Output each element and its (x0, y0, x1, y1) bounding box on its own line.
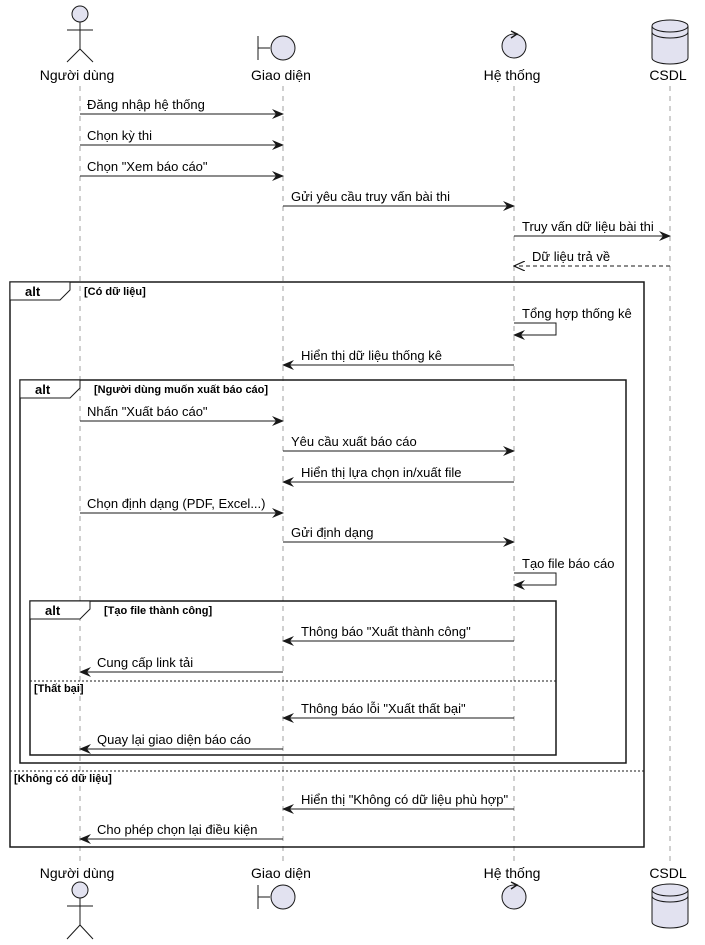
fragment-guard: [Có dữ liệu] (84, 286, 146, 298)
fragment-guard: [Người dùng muốn xuất báo cáo] (94, 384, 268, 396)
message-label: Hiển thị dữ liệu thống kê (301, 348, 442, 363)
participant-label-system: Hệ thống (484, 865, 541, 881)
fragment-result-alt: alt [Tạo file thành công] [Thất bại] (29, 600, 557, 756)
message-label: Quay lại giao diện báo cáo (97, 732, 251, 747)
boundary-icon (257, 884, 296, 910)
fragment-keyword: alt (25, 284, 41, 299)
database-icon (651, 19, 689, 65)
database-icon (651, 883, 689, 929)
message-label: Thông báo lỗi "Xuất thất bại" (301, 701, 466, 716)
participant-db-top: CSDL (649, 19, 689, 83)
participant-user-top: Người dùng (40, 5, 115, 83)
fragment-export-alt: alt [Người dùng muốn xuất báo cáo] (19, 379, 627, 764)
message-label: Dữ liệu trả về (532, 249, 610, 264)
fragment-tab (9, 281, 71, 301)
participant-label-db: CSDL (649, 67, 687, 83)
message-label: Chọn kỳ thi (87, 128, 152, 143)
message-label: Tạo file báo cáo (522, 556, 615, 571)
control-icon (501, 30, 527, 59)
participant-label-user: Người dùng (40, 865, 115, 881)
fragment-keyword: alt (45, 603, 61, 618)
participant-user-bottom: Người dùng (40, 865, 115, 940)
fragment-frame (19, 379, 627, 764)
participant-label-db: CSDL (649, 865, 687, 881)
participant-system-top: Hệ thống (484, 30, 541, 83)
participant-ui-bottom: Giao diện (251, 865, 311, 910)
fragment-outer-alt: alt [Có dữ liệu] [Không có dữ liệu] (9, 281, 645, 848)
message-label: Yêu cầu xuất báo cáo (291, 434, 417, 449)
fragment-keyword: alt (35, 382, 51, 397)
message-label: Hiển thị "Không có dữ liệu phù hợp" (301, 792, 509, 807)
actor-icon (66, 881, 94, 940)
fragment-tab (19, 379, 81, 399)
message-label: Cho phép chọn lại điều kiện (97, 822, 257, 837)
message-label: Truy vấn dữ liệu bài thi (522, 219, 654, 234)
fragment-else-guard: [Không có dữ liệu] (14, 773, 112, 785)
fragment-else-guard: [Thất bại] (34, 683, 84, 695)
participant-label-user: Người dùng (40, 67, 115, 83)
message-label: Tổng hợp thống kê (522, 306, 632, 321)
participant-ui-top: Giao diện (251, 35, 311, 83)
fragment-tab (29, 600, 91, 620)
message-label: Cung cấp link tải (97, 655, 193, 670)
boundary-icon (257, 35, 296, 61)
fragment-guard: [Tạo file thành công] (104, 605, 212, 617)
participant-label-ui: Giao diện (251, 67, 311, 83)
participant-label-system: Hệ thống (484, 67, 541, 83)
message-label: Chọn "Xem báo cáo" (87, 159, 208, 174)
fragment-frame (9, 281, 645, 848)
participant-db-bottom: CSDL (649, 865, 689, 929)
message-label: Đăng nhập hệ thống (87, 97, 205, 112)
control-icon (501, 881, 527, 910)
message-label: Gửi định dạng (291, 525, 373, 540)
participant-system-bottom: Hệ thống (484, 865, 541, 910)
message-label: Chọn định dạng (PDF, Excel...) (87, 496, 265, 511)
self-message-arrow (513, 572, 557, 590)
fragment-frame (29, 600, 557, 756)
self-message-arrow (513, 322, 557, 340)
actor-icon (66, 5, 94, 63)
participant-label-ui: Giao diện (251, 865, 311, 881)
message-labels: Đăng nhập hệ thống Chọn kỳ thi Chọn "Xem… (87, 97, 654, 837)
messages (79, 109, 671, 844)
message-label: Hiển thị lựa chọn in/xuất file (301, 465, 461, 480)
message-label: Gửi yêu cầu truy vấn bài thi (291, 189, 450, 204)
message-label: Thông báo "Xuất thành công" (301, 624, 471, 639)
message-label: Nhấn "Xuất báo cáo" (87, 404, 208, 419)
